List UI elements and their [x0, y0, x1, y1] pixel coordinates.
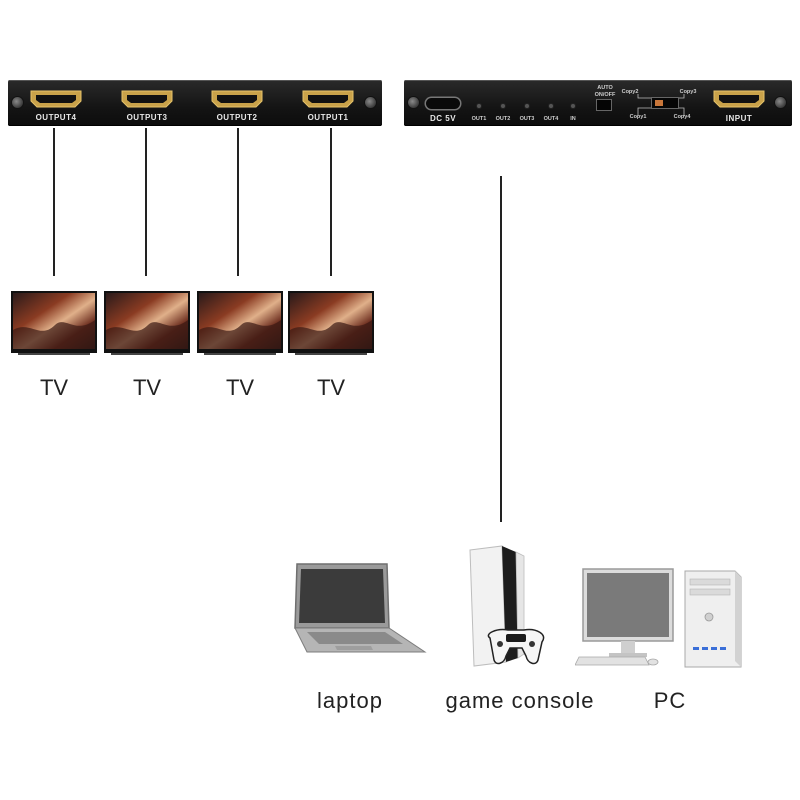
connector-line-output4: [53, 128, 55, 276]
tv-label: TV: [39, 375, 69, 400]
usb-c-port-icon[interactable]: [426, 98, 460, 109]
copy-bracket-lines: [637, 94, 685, 116]
laptop-label: laptop: [317, 688, 383, 713]
copy2-label: Copy2: [621, 89, 639, 95]
hdmi-port-icon[interactable]: [29, 89, 83, 109]
led-in-icon: [571, 104, 575, 108]
output3-label: OUTPUT3: [126, 113, 168, 122]
dc-5v-label: DC 5V: [429, 114, 457, 123]
screw-icon: [12, 97, 23, 108]
auto-switch-toggle[interactable]: [597, 100, 611, 110]
led-out1-icon: [477, 104, 481, 108]
output1-label: OUTPUT1: [307, 113, 349, 122]
copy3-label: Copy3: [679, 89, 697, 95]
copy4-label: Copy4: [673, 114, 691, 120]
input-panel: DC 5V OUT1 OUT2 OUT3 OUT4 IN AUTO ON/OFF…: [404, 80, 792, 126]
connector-line-output3: [145, 128, 147, 276]
game-console-label: game console: [445, 688, 595, 713]
led-out2-label: OUT2: [495, 116, 511, 122]
hdmi-port-icon[interactable]: [210, 89, 264, 109]
hdmi-input-port-icon[interactable]: [709, 89, 769, 109]
tv-icon: [104, 291, 190, 355]
pc-label: PC: [653, 688, 687, 713]
output2-label: OUTPUT2: [216, 113, 258, 122]
copy-dip-switch[interactable]: [652, 98, 678, 108]
hdmi-port-icon[interactable]: [120, 89, 174, 109]
tv-icon: [11, 291, 97, 355]
tv-label: TV: [132, 375, 162, 400]
pc-icon: [575, 568, 742, 668]
laptop-icon: [294, 563, 427, 653]
screw-icon: [775, 97, 786, 108]
screw-icon: [408, 97, 419, 108]
led-out1-label: OUT1: [471, 116, 487, 122]
led-out3-icon: [525, 104, 529, 108]
led-out3-label: OUT3: [519, 116, 535, 122]
game-console-icon: [469, 545, 545, 667]
screw-icon: [365, 97, 376, 108]
tv-icon: [197, 291, 283, 355]
tv-icon: [288, 291, 374, 355]
tv-label: TV: [316, 375, 346, 400]
connector-line-input: [500, 176, 502, 522]
connector-line-output2: [237, 128, 239, 276]
led-out4-label: OUT4: [543, 116, 559, 122]
led-out2-icon: [501, 104, 505, 108]
led-in-label: IN: [570, 116, 576, 122]
input-label: INPUT: [725, 114, 753, 123]
output-panel: OUTPUT4 OUTPUT3 OUTPUT2 OUTPUT1: [8, 80, 382, 126]
connector-line-output1: [330, 128, 332, 276]
led-out4-icon: [549, 104, 553, 108]
tv-label: TV: [225, 375, 255, 400]
hdmi-port-icon[interactable]: [301, 89, 355, 109]
output4-label: OUTPUT4: [35, 113, 77, 122]
copy1-label: Copy1: [629, 114, 647, 120]
auto-switch-label: AUTO ON/OFF: [594, 85, 616, 98]
